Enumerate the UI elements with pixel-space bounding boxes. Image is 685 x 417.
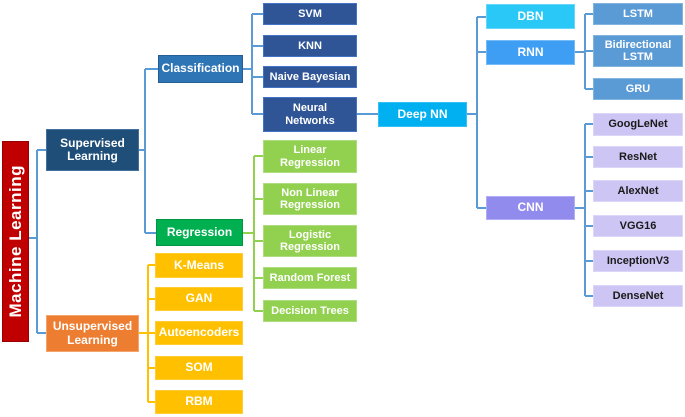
node-label-naive-bayesian: Naive Bayesian	[269, 70, 351, 83]
node-svm: SVM	[263, 3, 357, 25]
node-label-alexnet: AlexNet	[617, 184, 659, 197]
node-neural-networks: Neural Networks	[263, 97, 357, 132]
node-bidirectional-lstm: Bidirectional LSTM	[593, 35, 683, 67]
node-vgg16: VGG16	[593, 215, 683, 237]
node-label-machine-learning: Machine Learning	[5, 165, 25, 318]
node-rnn: RNN	[486, 40, 575, 65]
node-label-k-means: K-Means	[173, 257, 224, 272]
node-label-decision-trees: Decision Trees	[271, 304, 349, 317]
node-label-non-linear-regression: Non Linear Regression	[280, 186, 340, 211]
node-label-resnet: ResNet	[619, 150, 657, 163]
node-random-forest: Random Forest	[263, 267, 357, 289]
node-label-inceptionv3: InceptionV3	[606, 254, 670, 267]
node-autoencoders: Autoencoders	[155, 321, 243, 345]
node-resnet: ResNet	[593, 146, 683, 168]
node-label-regression: Regression	[166, 224, 233, 239]
node-label-cnn: CNN	[517, 200, 544, 215]
node-label-som: SOM	[185, 360, 213, 375]
node-label-classification: Classification	[161, 61, 240, 76]
node-label-autoencoders: Autoencoders	[158, 325, 240, 340]
node-label-random-forest: Random Forest	[269, 271, 351, 284]
node-lstm: LSTM	[593, 3, 683, 25]
node-label-dbn: DBN	[517, 8, 544, 23]
node-machine-learning: Machine Learning	[2, 141, 29, 342]
node-dbn: DBN	[486, 4, 575, 29]
node-label-googlenet: GoogLeNet	[608, 118, 668, 131]
node-label-rbm: RBM	[185, 394, 213, 409]
node-label-lstm: LSTM	[623, 7, 653, 20]
node-label-vgg16: VGG16	[619, 219, 657, 232]
node-label-densenet: DenseNet	[612, 289, 664, 302]
node-alexnet: AlexNet	[593, 180, 683, 202]
node-label-bidirectional-lstm: Bidirectional LSTM	[604, 38, 672, 63]
node-label-neural-networks: Neural Networks	[285, 102, 335, 127]
node-decision-trees: Decision Trees	[263, 300, 357, 322]
node-googlenet: GoogLeNet	[593, 113, 683, 136]
node-label-gru: GRU	[625, 82, 651, 95]
node-label-svm: SVM	[298, 7, 322, 20]
node-label-deep-nn: Deep NN	[397, 106, 448, 121]
node-k-means: K-Means	[155, 253, 243, 278]
node-naive-bayesian: Naive Bayesian	[263, 66, 357, 88]
node-label-supervised-learning: Supervised Learning	[60, 135, 125, 163]
node-linear-regression: Linear Regression	[263, 140, 357, 173]
node-rbm: RBM	[155, 390, 243, 414]
node-supervised-learning: Supervised Learning	[46, 129, 139, 171]
node-gan: GAN	[155, 287, 243, 311]
node-label-logistic-regression: Logistic Regression	[280, 228, 340, 253]
node-regression: Regression	[156, 219, 243, 246]
node-densenet: DenseNet	[593, 285, 683, 307]
node-unsupervised-learning: Unsupervised Learning	[46, 315, 139, 352]
node-som: SOM	[155, 356, 243, 380]
node-label-gan: GAN	[185, 291, 213, 306]
node-label-linear-regression: Linear Regression	[280, 144, 340, 169]
node-non-linear-regression: Non Linear Regression	[263, 183, 357, 215]
node-gru: GRU	[593, 78, 683, 100]
node-label-knn: KNN	[298, 39, 322, 52]
node-deep-nn: Deep NN	[378, 102, 467, 127]
node-logistic-regression: Logistic Regression	[263, 225, 357, 257]
node-classification: Classification	[158, 55, 243, 83]
node-label-rnn: RNN	[517, 44, 544, 59]
node-label-unsupervised-learning: Unsupervised Learning	[52, 319, 133, 347]
node-inceptionv3: InceptionV3	[593, 250, 683, 272]
node-knn: KNN	[263, 35, 357, 57]
node-cnn: CNN	[486, 196, 575, 220]
